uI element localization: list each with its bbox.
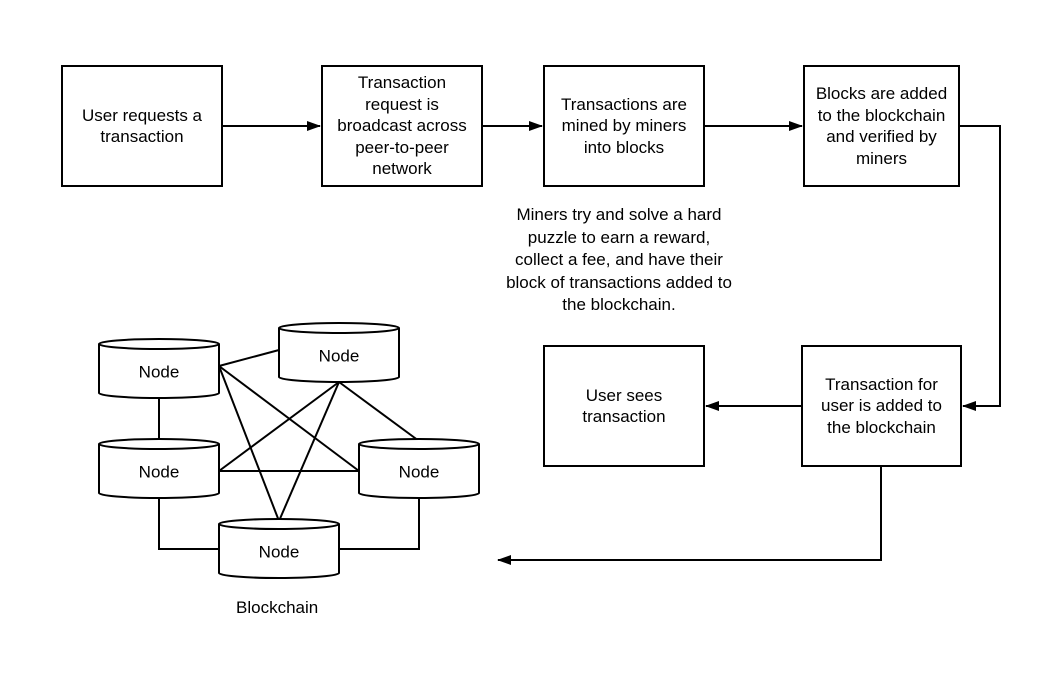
step-mined: Transactions are mined by miners into bl… bbox=[543, 65, 705, 187]
arrow-added-to-network bbox=[497, 466, 882, 565]
node-3: Node bbox=[98, 438, 220, 499]
node-label: Node bbox=[399, 463, 440, 482]
step-user-requests: User requests a transaction bbox=[61, 65, 223, 187]
node-4: Node bbox=[358, 438, 480, 499]
arrow-blocks-to-added bbox=[959, 125, 1001, 411]
node-label: Node bbox=[319, 347, 360, 366]
node-2: Node bbox=[278, 322, 400, 383]
miner-note: Miners try and solve a hard puzzle to ea… bbox=[506, 205, 732, 314]
step-transaction-added: Transaction for user is added to the blo… bbox=[801, 345, 962, 467]
network-connections bbox=[158, 349, 420, 550]
network-caption: Blockchain bbox=[236, 598, 319, 617]
step-user-sees: User sees transaction bbox=[543, 345, 705, 467]
node-label: Node bbox=[139, 463, 180, 482]
step-broadcast: Transaction request is broadcast across … bbox=[321, 65, 483, 187]
step-blocks-added: Blocks are added to the blockchain and v… bbox=[803, 65, 960, 187]
node-5: Node bbox=[218, 518, 340, 579]
node-label: Node bbox=[259, 543, 300, 562]
node-1: Node bbox=[98, 338, 220, 399]
node-label: Node bbox=[139, 363, 180, 382]
